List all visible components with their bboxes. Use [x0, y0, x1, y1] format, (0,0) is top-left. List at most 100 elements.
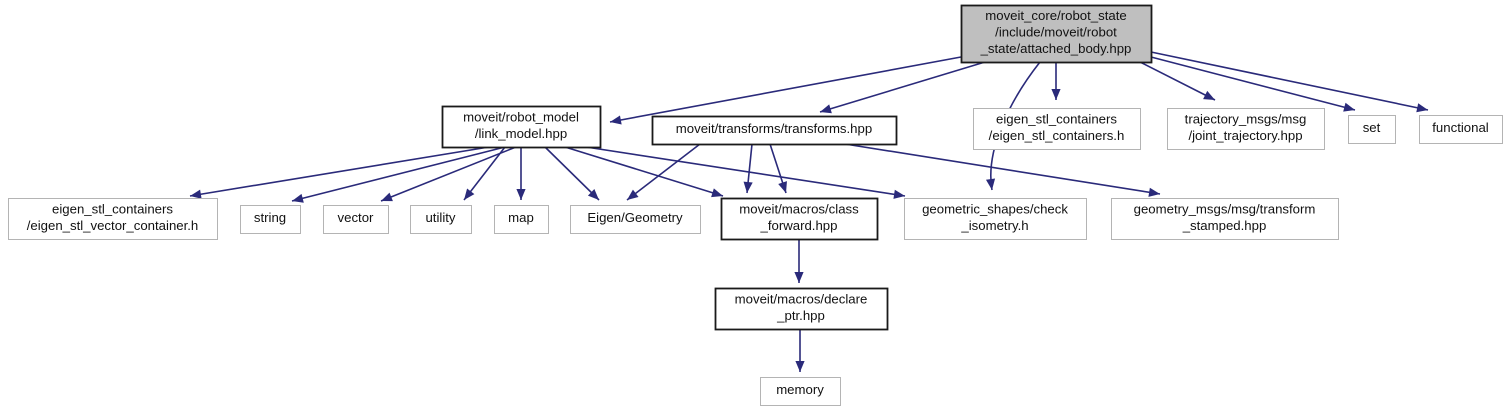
node-link-model-hpp-label: moveit/robot_model/link_model.hpp: [463, 110, 579, 142]
node-map[interactable]: map: [494, 205, 549, 234]
edge-link_model-to-map: [516, 147, 526, 200]
edge-arrowhead: [893, 189, 905, 199]
node-string[interactable]: string: [240, 205, 301, 234]
edge-attached_body-to-eigen_stl_containers: [1051, 62, 1061, 100]
node-joint-trajectory-hpp-label: trajectory_msgs/msg/joint_trajectory.hpp: [1185, 112, 1307, 144]
node-string-label-line: string: [254, 210, 286, 225]
node-vector-box[interactable]: [323, 205, 389, 234]
edge-arrowhead: [464, 188, 475, 200]
edge-line: [626, 143, 701, 201]
node-declare-ptr-hpp-box[interactable]: [714, 287, 889, 331]
edge-arrowhead: [778, 181, 787, 193]
node-class-forward-hpp-label-line: _forward.hpp: [760, 218, 838, 233]
node-map-box[interactable]: [494, 205, 549, 234]
edge-class_forward-to-declare_ptr: [794, 239, 804, 283]
node-declare-ptr-hpp[interactable]: moveit/macros/declare_ptr.hpp: [714, 287, 889, 331]
node-set[interactable]: set: [1348, 115, 1396, 144]
edge-line: [844, 143, 1161, 195]
node-utility[interactable]: utility: [410, 205, 472, 234]
node-transform-stamped-hpp-label-line: geometry_msgs/msg/transform: [1134, 202, 1316, 217]
node-transforms-hpp-box[interactable]: [651, 115, 898, 146]
edge-link_model-to-eigen_geometry: [544, 146, 600, 201]
graph-nodes: moveit_core/robot_state/include/moveit/r…: [8, 4, 1503, 406]
edge-arrowhead: [1343, 102, 1355, 112]
node-check-isometry-h-box[interactable]: [904, 198, 1087, 240]
edge-transforms-to-check_isometry: [743, 143, 753, 194]
node-check-isometry-h-label-line: _isometry.h: [960, 218, 1028, 233]
node-memory-label-line: memory: [776, 382, 824, 397]
edge-line: [1150, 51, 1429, 111]
edge-link_model-to-class_forward: [564, 146, 724, 198]
edge-arrowhead: [985, 178, 996, 190]
node-transform-stamped-hpp-label-line: _stamped.hpp: [1182, 218, 1267, 233]
node-check-isometry-h[interactable]: geometric_shapes/check_isometry.h: [904, 198, 1087, 240]
edge-arrowhead: [1051, 89, 1061, 100]
edge-transforms-to-eigen_geometry: [626, 143, 701, 201]
edge-attached_body-to-link_model: [609, 56, 962, 125]
node-transform-stamped-hpp-box[interactable]: [1111, 198, 1339, 240]
node-attached-body-hpp-box[interactable]: [960, 4, 1153, 64]
node-eigen-stl-containers-h-label: eigen_stl_containers/eigen_stl_container…: [989, 112, 1125, 144]
edge-attached_body-to-functional: [1150, 51, 1429, 113]
edge-arrowhead: [711, 188, 723, 198]
edge-arrowhead: [794, 272, 804, 283]
node-eigen-stl-containers-h-box[interactable]: [973, 108, 1141, 150]
node-transforms-hpp[interactable]: moveit/transforms/transforms.hpp: [651, 115, 898, 146]
edge-arrowhead: [610, 115, 622, 125]
node-check-isometry-h-label-line: geometric_shapes/check: [922, 202, 1068, 217]
node-set-label-line: set: [1363, 120, 1381, 135]
edge-arrowhead: [795, 361, 805, 372]
node-class-forward-hpp-box[interactable]: [720, 197, 879, 241]
edge-arrowhead: [627, 189, 639, 200]
node-joint-trajectory-hpp-box[interactable]: [1167, 108, 1325, 150]
node-eigen-stl-containers-h[interactable]: eigen_stl_containers/eigen_stl_container…: [973, 108, 1141, 150]
node-attached-body-hpp[interactable]: moveit_core/robot_state/include/moveit/r…: [960, 4, 1153, 64]
node-string-box[interactable]: [240, 205, 301, 234]
node-vector[interactable]: vector: [323, 205, 389, 234]
edge-line: [291, 146, 506, 202]
edge-arrowhead: [190, 189, 202, 199]
edge-line: [189, 146, 490, 197]
node-functional[interactable]: functional: [1419, 115, 1503, 144]
node-eigen-geometry-label: Eigen/Geometry: [587, 210, 683, 225]
edge-attached_body-to-joint_trajectory: [1139, 61, 1216, 101]
node-set-label: set: [1363, 120, 1381, 135]
node-link-model-hpp-label-line: moveit/robot_model: [463, 110, 579, 125]
node-memory[interactable]: memory: [760, 377, 841, 406]
node-joint-trajectory-hpp[interactable]: trajectory_msgs/msg/joint_trajectory.hpp: [1167, 108, 1325, 150]
node-memory-label: memory: [776, 382, 824, 397]
graph-edges: [189, 51, 1429, 372]
node-eigen-stl-vector-container-h[interactable]: eigen_stl_containers/eigen_stl_vector_co…: [8, 198, 218, 240]
edge-line: [609, 56, 962, 123]
edge-arrowhead: [743, 181, 753, 193]
node-eigen-geometry[interactable]: Eigen/Geometry: [570, 205, 701, 234]
node-link-model-hpp-label-line: /link_model.hpp: [475, 126, 567, 141]
edge-arrowhead: [1203, 90, 1215, 100]
edge-arrowhead: [381, 192, 393, 202]
node-joint-trajectory-hpp-label-line: /joint_trajectory.hpp: [1188, 128, 1302, 143]
node-eigen-stl-vector-container-h-box[interactable]: [8, 198, 218, 240]
node-class-forward-hpp[interactable]: moveit/macros/class_forward.hpp: [720, 197, 879, 241]
node-functional-box[interactable]: [1419, 115, 1503, 144]
node-transform-stamped-hpp[interactable]: geometry_msgs/msg/transform_stamped.hpp: [1111, 198, 1339, 240]
node-transforms-hpp-label-line: moveit/transforms/transforms.hpp: [676, 121, 872, 136]
node-vector-label: vector: [338, 210, 375, 225]
node-check-isometry-h-label: geometric_shapes/check_isometry.h: [922, 202, 1068, 234]
node-class-forward-hpp-label-line: moveit/macros/class: [739, 202, 859, 217]
node-link-model-hpp-box[interactable]: [441, 105, 602, 149]
node-vector-label-line: vector: [338, 210, 375, 225]
node-functional-label: functional: [1432, 120, 1489, 135]
node-declare-ptr-hpp-label-line: moveit/macros/declare: [735, 292, 868, 307]
node-set-box[interactable]: [1348, 115, 1396, 144]
edge-line: [585, 146, 906, 197]
node-utility-box[interactable]: [410, 205, 472, 234]
edge-transforms-to-transform_stamped: [844, 143, 1161, 197]
node-string-label: string: [254, 210, 286, 225]
edge-link_model-to-eigen_stl_vector: [189, 146, 490, 199]
edge-line: [463, 146, 506, 201]
node-link-model-hpp[interactable]: moveit/robot_model/link_model.hpp: [441, 105, 602, 149]
node-eigen-geometry-box[interactable]: [570, 205, 701, 234]
node-eigen-stl-vector-container-h-label: eigen_stl_containers/eigen_stl_vector_co…: [27, 202, 199, 234]
node-memory-box[interactable]: [760, 377, 841, 406]
